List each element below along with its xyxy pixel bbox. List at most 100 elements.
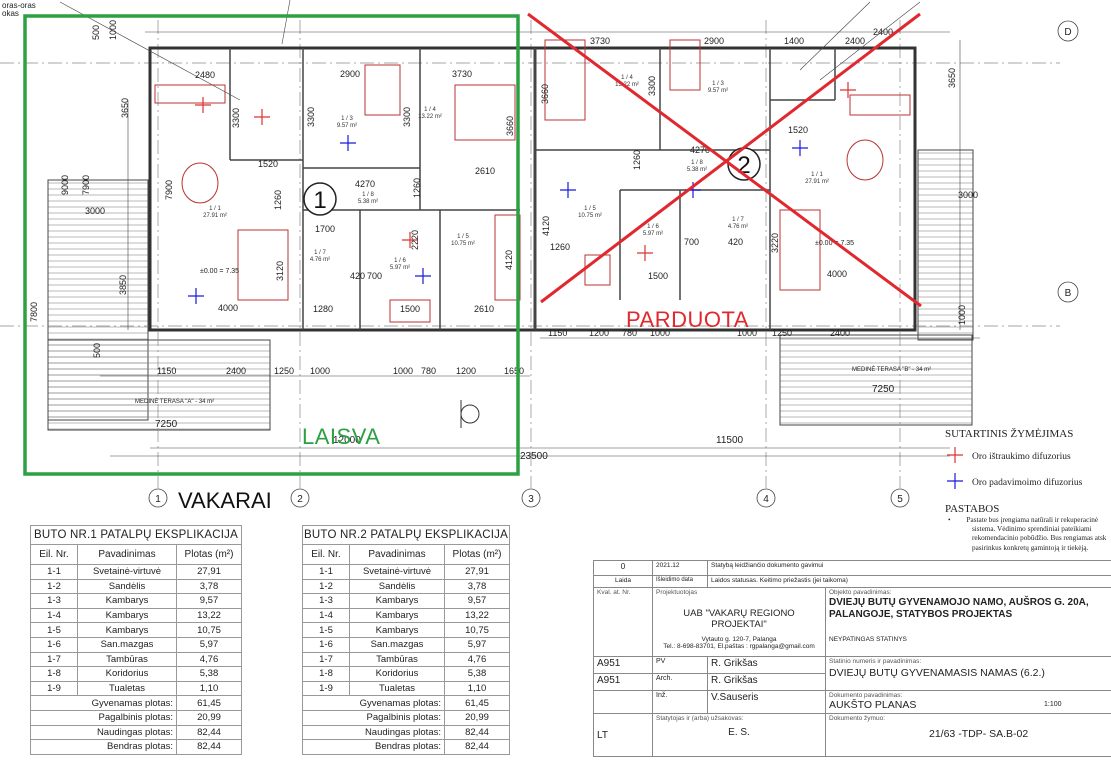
rev-number: 0 xyxy=(593,560,653,576)
dim-text: 11500 xyxy=(716,435,744,446)
dim-text: 3660 xyxy=(540,84,550,104)
dim-text: 23500 xyxy=(520,451,548,462)
room-label-2-8-id: 1 / 8 xyxy=(691,160,703,166)
level-mark-a: ±0.00 = 7.35 xyxy=(200,268,239,275)
dim-text: 3300 xyxy=(647,76,657,96)
dim-text: 1280 xyxy=(313,304,333,314)
room-area: 10,75 xyxy=(444,622,510,638)
dim-text: 3850 xyxy=(118,275,128,295)
dim-text: 7800 xyxy=(29,302,39,322)
dim-text: 1000 xyxy=(393,366,413,376)
room-name: San.mazgas xyxy=(77,636,177,653)
dim-text: 500 xyxy=(91,25,101,40)
doc-no-cell: Dokumento žymuo: 21/63 -TDP- SA.B-02 xyxy=(825,713,1111,757)
dim-text: 3300 xyxy=(306,107,316,127)
dim-text: 1000 xyxy=(310,366,330,376)
dim-text: 1150 xyxy=(157,366,176,376)
row-number: 1-3 xyxy=(30,593,78,609)
axis-label-4: 4 xyxy=(763,494,769,505)
room-area: 4,76 xyxy=(176,651,242,668)
room-label-2-1-area: 27.91 m² xyxy=(805,179,829,185)
room-name: Koridorius xyxy=(349,666,445,682)
role-2: Arch. xyxy=(652,673,708,691)
dim-text: 780 xyxy=(421,366,436,376)
row-number: 1-4 xyxy=(302,607,350,624)
apartment-mark-1: 1 xyxy=(303,182,337,216)
dim-text: 1150 xyxy=(548,328,567,338)
doc-title-row: AUKŠTO PLANAS 1:100 xyxy=(829,699,1109,711)
note-line: pasirinkus konkretų gamintoją ir tiekėją… xyxy=(972,543,1089,552)
dim-text: 2480 xyxy=(195,70,215,80)
apartment-number-1: 1 xyxy=(313,187,326,214)
orientation-label: VAKARAI xyxy=(178,488,272,513)
table1-header-no: Eil. Nr. xyxy=(30,544,78,565)
dim-text: 4270 xyxy=(355,179,375,189)
dim-text: 2400 xyxy=(873,27,893,37)
room-area: 4,76 xyxy=(444,651,510,668)
room-label-1-5-area: 10.75 m² xyxy=(451,241,475,247)
dim-text: 2400 xyxy=(830,328,850,338)
designer-cell: Projektuotojas UAB "VAKARŲ REGIONO PROJE… xyxy=(652,587,826,657)
room-label-2-4-id: 1 / 4 xyxy=(621,75,633,81)
room-label-1-1-area: 27.91 m² xyxy=(203,213,227,219)
table-total-row: Naudingas plotas:82,44 xyxy=(30,724,242,741)
role-1: PV xyxy=(652,656,708,674)
scale: 1:100 xyxy=(1044,701,1062,708)
dim-text: 3000 xyxy=(85,206,105,216)
dim-text: 3730 xyxy=(452,69,472,79)
row-number: 1-5 xyxy=(30,622,78,638)
dim-text: 4120 xyxy=(504,250,514,270)
terrace-b xyxy=(779,149,974,426)
dim-text: 3300 xyxy=(402,107,412,127)
row-number: 1-9 xyxy=(302,680,350,697)
building-category: NEYPATINGAS STATINYS xyxy=(829,636,907,643)
dim-text: 3650 xyxy=(120,98,130,118)
doc-number: 21/63 -TDP- SA.B-02 xyxy=(929,728,1029,740)
dim-text: 500 xyxy=(92,343,102,358)
room-name: San.mazgas xyxy=(349,636,445,653)
room-label-1-1-id: 1 / 1 xyxy=(209,206,221,212)
dim-text: 3120 xyxy=(275,261,285,281)
note-line: rekomendacinio pobūdžio. Bus rengiamas a… xyxy=(972,534,1107,543)
dim-text: 7900 xyxy=(164,180,174,200)
col-status: Laidos statusas. Keitimo priežastis (jei… xyxy=(707,575,1111,588)
dim-text: 2900 xyxy=(704,36,724,46)
room-area: 5,38 xyxy=(444,666,510,682)
building-cell: Statinio numeris ir pavadinimas: DVIEJŲ … xyxy=(825,656,1111,691)
row-number: 1-4 xyxy=(30,607,78,624)
floor-plan-drawing: 2480 2900 3730 3730 2900 1400 2400 1520 … xyxy=(0,0,1083,515)
kval-label: Kval. at. Nr. xyxy=(597,589,631,596)
rev-date: 2021.12 xyxy=(652,560,708,576)
doc-title-cell: Dokumento pavadinimas: AUKŠTO PLANAS 1:1… xyxy=(825,690,1111,714)
room-label-1-3-id: 1 / 3 xyxy=(341,116,353,122)
axis-label-2: 2 xyxy=(297,494,303,505)
room-label-2-1-id: 1 / 1 xyxy=(811,172,823,178)
dim-text: 7250 xyxy=(872,384,895,395)
dim-text: 2400 xyxy=(845,36,865,46)
room-name: Kambarys xyxy=(349,622,445,638)
dim-text: 3000 xyxy=(958,190,978,200)
room-name: Koridorius xyxy=(77,666,177,682)
room-name: Svetainė-virtuvė xyxy=(349,564,445,580)
dim-text: 1000 xyxy=(737,328,757,338)
table-total-row: Bendras plotas:82,44 xyxy=(302,739,510,755)
room-area: 13,22 xyxy=(444,607,510,624)
dim-text: 9000 xyxy=(60,175,70,195)
row-number: 1-1 xyxy=(302,564,350,580)
room-name: Kambarys xyxy=(77,593,177,609)
dim-text: 1250 xyxy=(772,328,792,338)
room-area: 1,10 xyxy=(176,680,242,697)
table2-header-no: Eil. Nr. xyxy=(302,544,350,565)
name-2: R. Grikšas xyxy=(707,673,826,691)
room-label-1-7-id: 1 / 7 xyxy=(314,250,326,256)
cert-3 xyxy=(593,690,653,714)
supply-diffuser-icons xyxy=(188,135,808,304)
total-value: 82,44 xyxy=(176,724,242,741)
supply-diffuser-icon xyxy=(947,473,963,489)
apartment-2-room-table: BUTO NR.2 PATALPŲ EKSPLIKACIJA Eil. Nr. … xyxy=(302,525,510,755)
